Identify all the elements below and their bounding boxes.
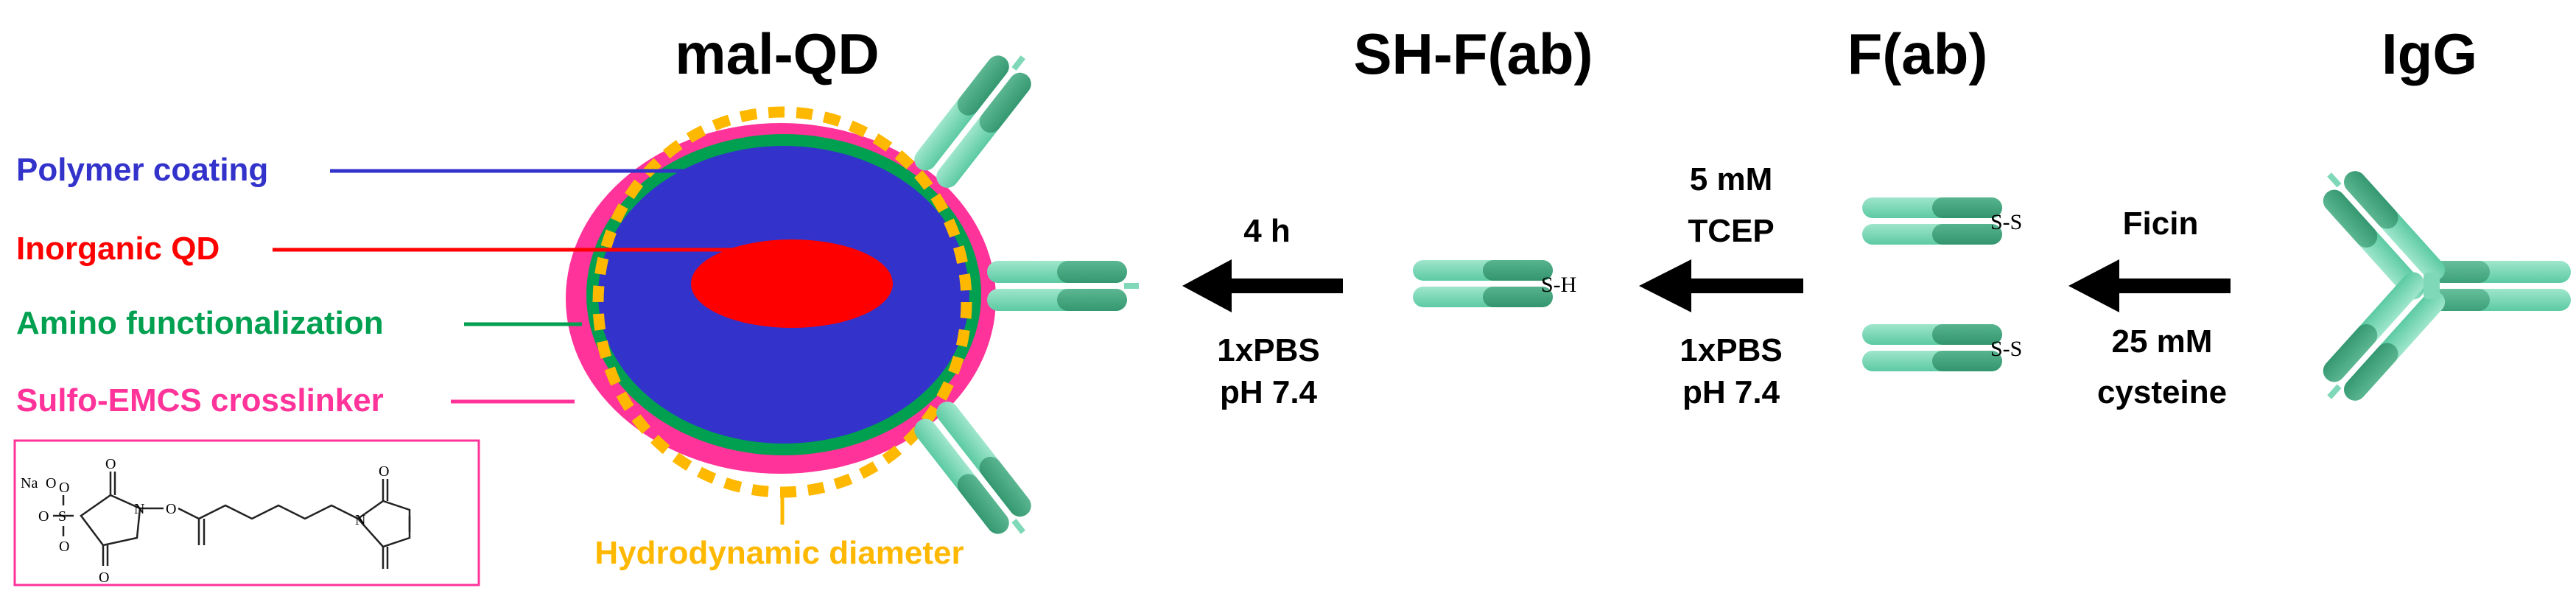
- sh-fab-fragment: [1413, 260, 1553, 307]
- disulfide-label-top: S-S: [1990, 210, 2022, 234]
- step3-ph: pH 7.4: [1220, 374, 1318, 410]
- atom-o-minus: O: [46, 475, 56, 491]
- step1-enzyme: Ficin: [2123, 206, 2199, 242]
- atom-n1: N: [134, 501, 144, 517]
- igg-antibody: [2310, 158, 2571, 414]
- label-polymer-coating: Polymer coating: [16, 152, 268, 188]
- label-hydrodynamic-diameter: Hydrodynamic diameter: [594, 535, 964, 571]
- atom-o-6: O: [166, 501, 176, 517]
- atom-na: Na: [21, 475, 38, 491]
- atom-o-1: O: [38, 508, 49, 525]
- step3-time: 4 h: [1243, 213, 1291, 249]
- atom-o-7: O: [379, 463, 389, 480]
- atom-s: S: [58, 508, 66, 525]
- step2-buffer: 1xPBS: [1680, 332, 1782, 368]
- atom-o-4: O: [105, 456, 116, 472]
- arrow-step1: [2068, 259, 2231, 312]
- crosslinker-structure-box: [13, 439, 480, 586]
- qd-antibody-top: [910, 41, 1043, 192]
- step2-reagent: TCEP: [1688, 213, 1774, 249]
- atom-o-3: O: [59, 539, 69, 555]
- title-mal-qd: mal-QD: [675, 21, 879, 86]
- disulfide-label-bottom: S-S: [1990, 337, 2022, 361]
- sulfo-emcs-molecule: [53, 472, 411, 569]
- atom-o-5: O: [99, 570, 109, 586]
- step1-reducer: cysteine: [2097, 374, 2227, 410]
- inorganic-core: [691, 239, 893, 328]
- label-inorganic-qd: Inorganic QD: [16, 231, 220, 267]
- fab-fragment-bottom: [1862, 324, 2002, 371]
- title-igg: IgG: [2382, 21, 2477, 86]
- quantum-dot: [566, 106, 996, 498]
- step1-conc: 25 mM: [2112, 323, 2213, 360]
- arrow-step2: [1639, 259, 1803, 312]
- qd-antibody-middle: [987, 261, 1139, 311]
- atom-o-2: O: [59, 480, 69, 496]
- label-sulfo-emcs: Sulfo-EMCS crosslinker: [16, 382, 384, 418]
- fab-fragment-top: [1862, 197, 2002, 245]
- label-amino-functionalization: Amino functionalization: [16, 305, 384, 341]
- title-fab: F(ab): [1847, 21, 1988, 86]
- step3-buffer: 1xPBS: [1217, 332, 1319, 368]
- title-sh-fab: SH-F(ab): [1354, 21, 1593, 86]
- step2-ph: pH 7.4: [1682, 374, 1780, 410]
- step2-tceps-conc: 5 mM: [1690, 161, 1772, 197]
- arrow-step3: [1182, 259, 1343, 312]
- thiol-label: S-H: [1541, 273, 1576, 297]
- atom-n2: N: [355, 512, 365, 528]
